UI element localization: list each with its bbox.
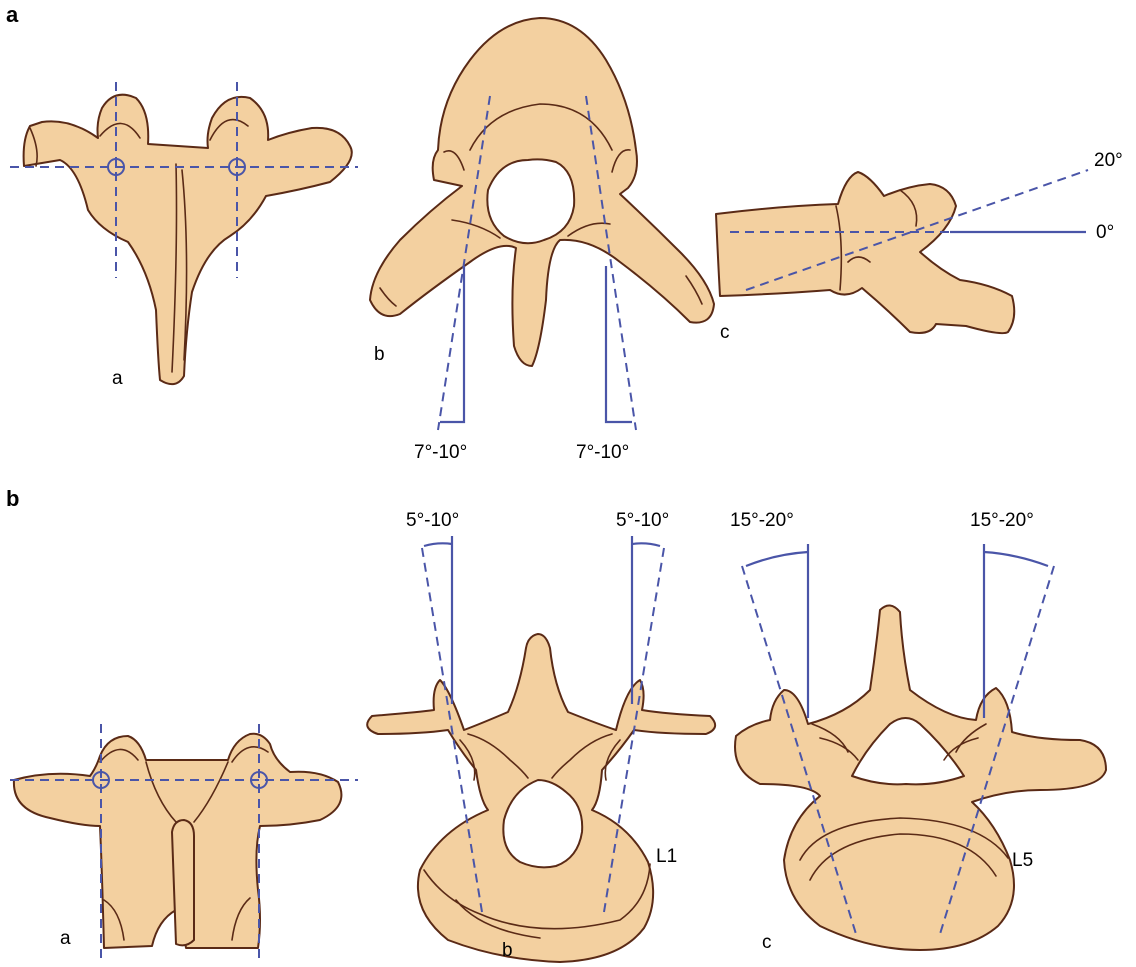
angle-arc-right — [632, 543, 660, 546]
vertebral-foramen — [487, 159, 574, 243]
view-a-c-letter: c — [720, 322, 730, 343]
angle-label-left: 5°-10° — [406, 510, 459, 531]
sagittal-reference-right — [606, 266, 632, 422]
angle-label-left: 7°-10° — [414, 442, 467, 463]
angle-label-0: 0° — [1096, 222, 1114, 243]
panel-b-axial-l5-view: c L5 15°-20° 15°-20° — [730, 510, 1106, 953]
angle-label-left: 15°-20° — [730, 510, 794, 531]
angle-arc-left — [746, 552, 808, 566]
view-b-a-letter: a — [60, 928, 71, 949]
angle-label-right: 5°-10° — [616, 510, 669, 531]
angle-arc-right — [984, 552, 1048, 566]
angle-label-20: 20° — [1094, 150, 1123, 171]
panel-b-axial-l1-view: b L1 5°-10° 5°-10° — [367, 510, 715, 962]
panel-a-posterior-view: a — [10, 82, 358, 389]
angle-label-right: 15°-20° — [970, 510, 1034, 531]
angle-arc-left — [424, 543, 452, 546]
panel-b-letter: b — [6, 486, 19, 511]
level-label-l1: L1 — [656, 846, 677, 867]
panel-b-posterior-view: a — [10, 724, 358, 958]
level-label-l5: L5 — [1012, 850, 1033, 871]
angle-label-right: 7°-10° — [576, 442, 629, 463]
thoracic-vertebra-lateral — [716, 172, 1014, 333]
panel-a-axial-view: b 7°-10° 7°-10° — [370, 18, 714, 463]
thoracic-vertebra-posterior — [24, 95, 352, 385]
panel-a-lateral-view: c 20° 0° — [716, 150, 1123, 343]
view-a-a-letter: a — [112, 368, 123, 389]
view-a-b-letter: b — [374, 344, 385, 365]
spinous-process — [172, 820, 194, 945]
view-b-b-letter: b — [502, 940, 513, 961]
panel-a-letter: a — [6, 2, 19, 27]
view-b-c-letter: c — [762, 932, 772, 953]
